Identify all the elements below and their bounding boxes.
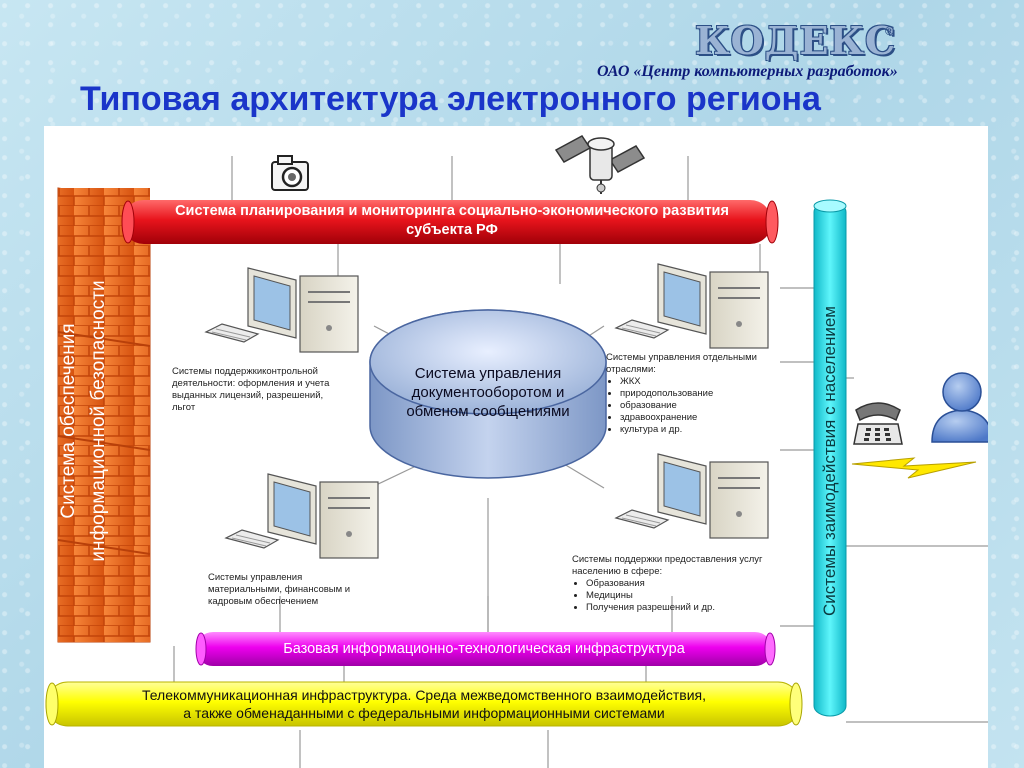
list-item: культура и др. [620,424,786,436]
security-wall-label: Система обеспечения информационной безоп… [58,280,109,562]
computer-icon [614,453,769,539]
list-item: Получения разрешений и др. [586,602,772,614]
computer-icon [204,267,359,353]
telecom-infrastructure-label: Телекоммуникационная инфраструктура. Сре… [74,686,774,722]
list-item: ЖКХ [620,376,786,388]
lightning-icon [851,457,977,479]
citizen-interaction-label: Системы заимодействия с населением [820,306,839,616]
kodeks-logo: КОДЕКС [695,18,897,63]
citizen-pipe [813,199,847,717]
registered-mark: ® [885,24,894,38]
computer-icon [224,473,379,559]
satellite-icon [554,135,646,194]
planning-pipe [121,200,779,244]
list-item: природопользование [620,388,786,400]
page-title: Типовая архитектура электронного региона [80,80,821,118]
person-icon [931,372,988,443]
architecture-diagram: Система планирования и мониторинга социа… [44,126,988,768]
central-disk [369,309,607,479]
telecom-pipe [45,681,803,727]
computer-icon [614,263,769,349]
phone-icon [853,402,903,445]
sector-systems-title: Системы управления отдельными отраслями: [606,352,757,375]
list-item: Образования [586,578,772,590]
diagram-graphics [45,135,988,768]
list-item: образование [620,400,786,412]
control-systems-text: Системы поддержкиконтрольной деятельност… [172,366,330,413]
connector-lines [173,156,988,768]
resource-systems-text: Системы управления материальными, финанс… [208,572,351,607]
telecom-line-1: Телекоммуникационная инфраструктура. Сре… [141,687,707,703]
camera-icon [271,155,309,191]
base-pipe [195,632,776,666]
base-infrastructure-label: Базовая информационно-технологическая ин… [283,641,685,657]
telecom-line-2: а также обменаданными с федеральными инф… [183,705,665,721]
company-name: ОАО «Центр компьютерных разработок» [597,63,898,80]
security-brick-wall [57,187,151,643]
central-system-label: Система управления документооборотом и о… [406,365,570,420]
sector-systems-text: Системы управления отдельными отраслями:… [606,352,786,436]
list-item: Медицины [586,590,772,602]
public-services-text: Системы поддержки предоставления услуг н… [572,554,772,614]
list-item: здравоохранение [620,412,786,424]
public-services-title: Системы поддержки предоставления услуг н… [572,554,763,577]
planning-system-label: Система планирования и мониторинга социа… [175,203,729,238]
